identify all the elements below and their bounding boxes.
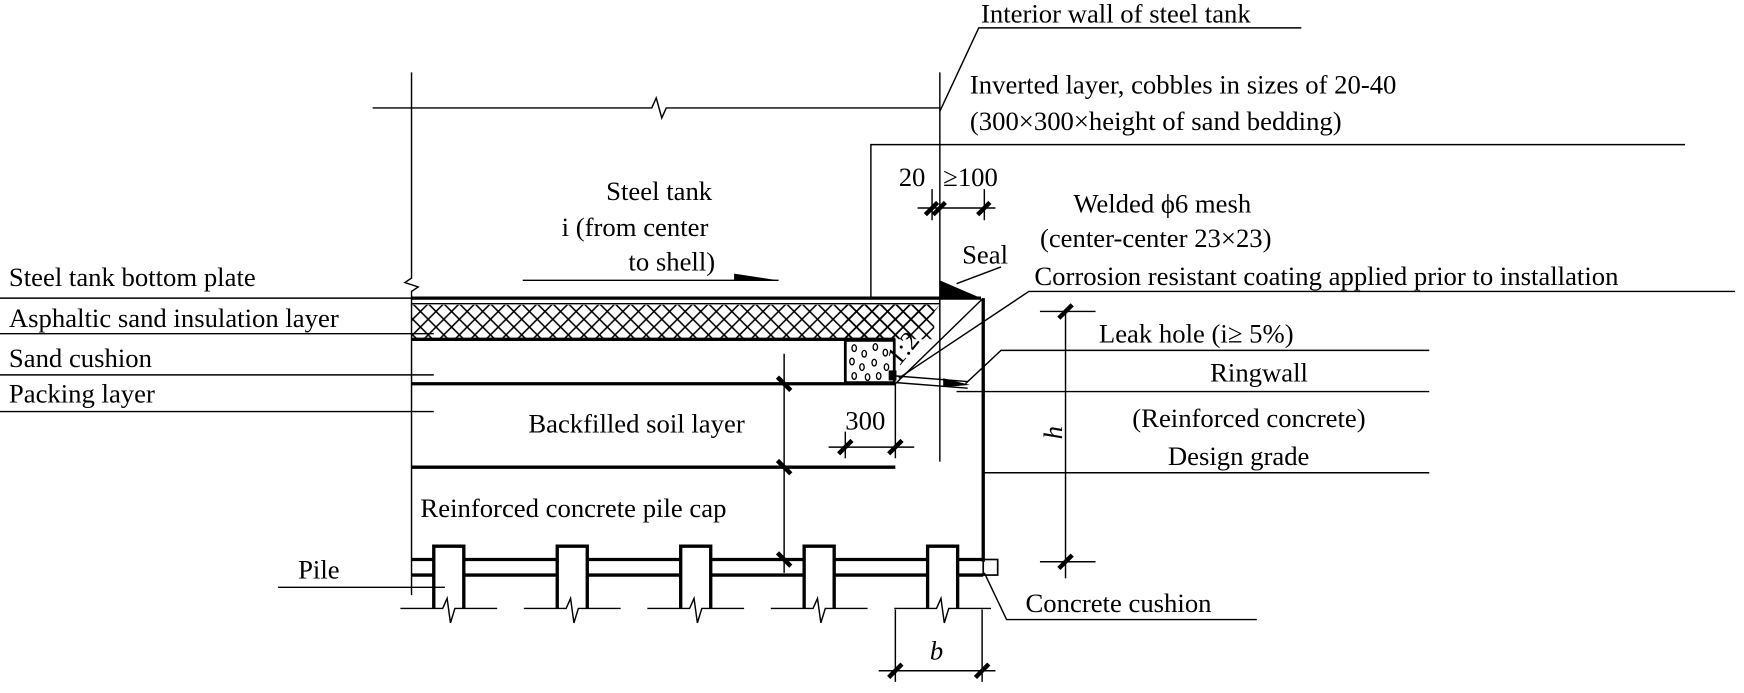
svg-text:300: 300 <box>845 405 885 435</box>
concrete-cushion-leader <box>983 572 1257 621</box>
svg-text:Backfilled soil layer: Backfilled soil layer <box>528 409 745 439</box>
svg-text:(center-center 23×23): (center-center 23×23) <box>1040 223 1272 253</box>
inverted-layer-leader <box>870 143 1686 299</box>
pile <box>770 544 868 624</box>
leak-hole-pipe <box>896 375 970 389</box>
concrete-cushion <box>982 558 999 576</box>
pile <box>523 544 621 624</box>
top-dimension-line <box>372 95 940 121</box>
piles <box>400 544 992 624</box>
svg-text:Design grade: Design grade <box>1168 441 1310 471</box>
svg-text:Welded ϕ6 mesh: Welded ϕ6 mesh <box>1073 188 1251 218</box>
left-extension-line <box>403 72 420 596</box>
seal-leader <box>956 266 1002 285</box>
slope-line <box>894 297 984 385</box>
svg-text:Pile: Pile <box>298 554 340 584</box>
corrosion-leader <box>898 290 1736 379</box>
dimension-20-100: 20 ≥100 <box>899 162 998 221</box>
svg-text:Leak hole (i≥ 5%): Leak hole (i≥ 5%) <box>1099 319 1294 349</box>
svg-text:Steel tank: Steel tank <box>606 176 713 206</box>
svg-text:Ringwall: Ringwall <box>1210 358 1308 388</box>
dimension-300: 300 <box>828 383 915 459</box>
seal-weld <box>939 280 981 299</box>
svg-text:Corrosion resistant coating ap: Corrosion resistant coating applied prio… <box>1034 261 1618 291</box>
svg-text:Interior wall of steel tank: Interior wall of steel tank <box>981 0 1251 28</box>
svg-text:≥100: ≥100 <box>943 162 998 192</box>
svg-text:Inverted layer, cobbles in siz: Inverted layer, cobbles in sizes of 20-4… <box>970 69 1397 99</box>
pile <box>400 544 498 624</box>
svg-text:(300×300×height of sand beddin: (300×300×height of sand bedding) <box>970 106 1342 136</box>
svg-text:Sand cushion: Sand cushion <box>9 343 152 373</box>
svg-text:Packing layer: Packing layer <box>9 379 155 409</box>
svg-text:b: b <box>930 636 943 666</box>
asphaltic-taper <box>845 304 940 340</box>
pile <box>894 544 992 624</box>
cobble-filter-box <box>843 338 897 385</box>
svg-text:Seal: Seal <box>962 240 1008 270</box>
dimension-h: h <box>1038 303 1096 579</box>
svg-text:h: h <box>1038 426 1068 439</box>
pile <box>647 544 745 624</box>
svg-text:Reinforced concrete pile cap: Reinforced concrete pile cap <box>420 493 726 523</box>
svg-text:i (from center: i (from center <box>562 212 709 242</box>
svg-text:20: 20 <box>899 162 926 192</box>
leak-hole-leader <box>964 349 1430 385</box>
svg-text:Concrete cushion: Concrete cushion <box>1025 588 1211 618</box>
svg-text:Steel tank bottom plate: Steel tank bottom plate <box>9 262 256 292</box>
svg-text:(Reinforced concrete): (Reinforced concrete) <box>1132 403 1365 433</box>
dimension-b: b <box>878 609 996 682</box>
svg-text:Asphaltic sand insulation laye: Asphaltic sand insulation layer <box>9 303 339 333</box>
svg-text:to shell): to shell) <box>628 246 715 276</box>
interior-wall-leader <box>939 27 1302 112</box>
